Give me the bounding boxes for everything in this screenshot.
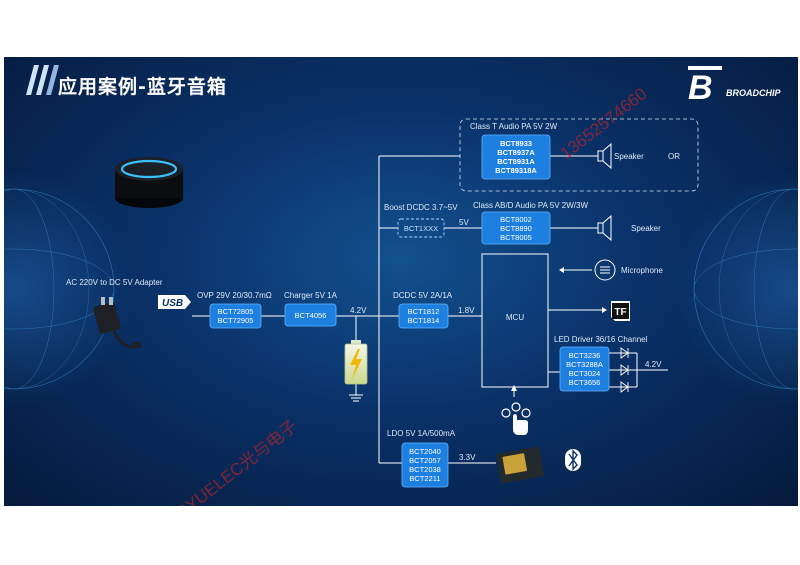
classab-part: BCT8005: [500, 233, 532, 242]
led-voltage-label: 4.2V: [645, 360, 662, 369]
smart-speaker-image: [115, 157, 183, 208]
class-t-group: [459, 118, 699, 192]
battery-icon: [344, 340, 368, 385]
dcdc-part: BCT1812: [408, 307, 440, 316]
ldo-chip: BCT2040 BCT2057 BCT2038 BCT2211: [401, 442, 449, 488]
boost-label: Boost DCDC 3.7~5V: [384, 203, 458, 212]
boost-out-label: 5V: [459, 218, 469, 227]
globe-right-decoration: [674, 169, 798, 409]
adapter-label: AC 220V to DC 5V Adapter: [66, 278, 163, 287]
speaker-icon: [597, 142, 612, 170]
usb-label: USB: [162, 298, 183, 309]
or-label: OR: [668, 152, 680, 161]
led-part: BCT3288A: [566, 360, 603, 369]
classab-chip: BCT8002 BCT8890 BCT8005: [481, 211, 551, 245]
boost-part: BCT1XXX: [404, 224, 438, 233]
microphone-icon: [594, 259, 616, 281]
page-title: 应用案例-蓝牙音箱: [58, 75, 227, 98]
led-chip: BCT3236 BCT3288A BCT3024 BCT3656: [559, 346, 610, 392]
wiring: [192, 155, 668, 464]
title-slash-icon: [26, 65, 59, 95]
block-diagram: 应用案例-蓝牙音箱 B BROADCHIP AC 220V to DC 5V A…: [4, 65, 798, 506]
led-part: BCT3656: [569, 378, 601, 387]
ovp-part: BCT72905: [218, 316, 254, 325]
ovp-part: BCT72805: [218, 307, 254, 316]
speaker2-label: Speaker: [631, 224, 661, 233]
power-adapter-image: [93, 297, 141, 349]
classt-part: BCT8933: [500, 139, 532, 148]
ldo-label: LDO 5V 1A/500mA: [387, 429, 456, 438]
tf-label: TF: [614, 307, 626, 318]
dcdc-out-label: 1.8V: [458, 306, 475, 315]
classt-part: BCT8931A: [497, 157, 535, 166]
ldo-part: BCT2038: [409, 465, 441, 474]
charger-part: BCT4056: [295, 311, 327, 320]
dcdc-chip: BCT1812 BCT1814: [398, 303, 449, 329]
led-part: BCT3236: [569, 351, 601, 360]
bluetooth-module-image: [496, 446, 544, 484]
speaker-icon: [597, 214, 612, 242]
ldo-part: BCT2211: [409, 474, 440, 483]
led-label: LED Driver 36/16 Channel: [554, 335, 648, 344]
slide: 应用案例-蓝牙音箱 B BROADCHIP AC 220V to DC 5V A…: [4, 57, 798, 506]
mcu-label: MCU: [506, 313, 524, 322]
ldo-part: BCT2057: [409, 456, 441, 465]
dcdc-label: DCDC 5V 2A/1A: [393, 291, 453, 300]
dcdc-part: BCT1814: [408, 316, 440, 325]
ovp-chip: BCT72805 BCT72905: [209, 303, 262, 329]
ldo-out-label: 3.3V: [459, 453, 476, 462]
classab-part: BCT8890: [500, 224, 532, 233]
tf-card-icon: TF: [611, 301, 630, 321]
led-part: BCT3024: [569, 369, 601, 378]
ldo-part: BCT2040: [409, 447, 441, 456]
logo-text: BROADCHIP: [726, 88, 781, 98]
broadchip-logo: B BROADCHIP: [688, 66, 781, 107]
mcu-block: MCU: [481, 253, 549, 388]
classt-part: BCT89318A: [495, 166, 537, 175]
usb-badge: USB: [158, 295, 191, 309]
classab-part: BCT8002: [500, 215, 532, 224]
globe-left-decoration: [4, 169, 134, 409]
classt-label: Class T Audio PA 5V 2W: [470, 122, 558, 131]
classt-part: BCT8937A: [497, 148, 535, 157]
bluetooth-icon: [565, 449, 581, 471]
microphone-label: Microphone: [621, 266, 663, 275]
touch-key-icon: [501, 402, 531, 435]
speaker-label: Speaker: [614, 152, 644, 161]
led-icon: [620, 347, 629, 393]
watermark-text: KOYUELEC光与电子: [163, 416, 301, 506]
classab-label: Class AB/D Audio PA 5V 2W/3W: [473, 201, 588, 210]
classt-chip: BCT8933 BCT8937A BCT8931A BCT89318A: [481, 134, 551, 180]
charger-label: Charger 5V 1A: [284, 291, 338, 300]
ovp-label: OVP 29V 20/30.7mΩ: [197, 291, 272, 300]
boost-chip: BCT1XXX: [397, 218, 445, 238]
logo-mark: B: [688, 69, 713, 107]
charger-chip: BCT4056: [284, 303, 337, 327]
bus-voltage-label: 4.2V: [350, 306, 367, 315]
